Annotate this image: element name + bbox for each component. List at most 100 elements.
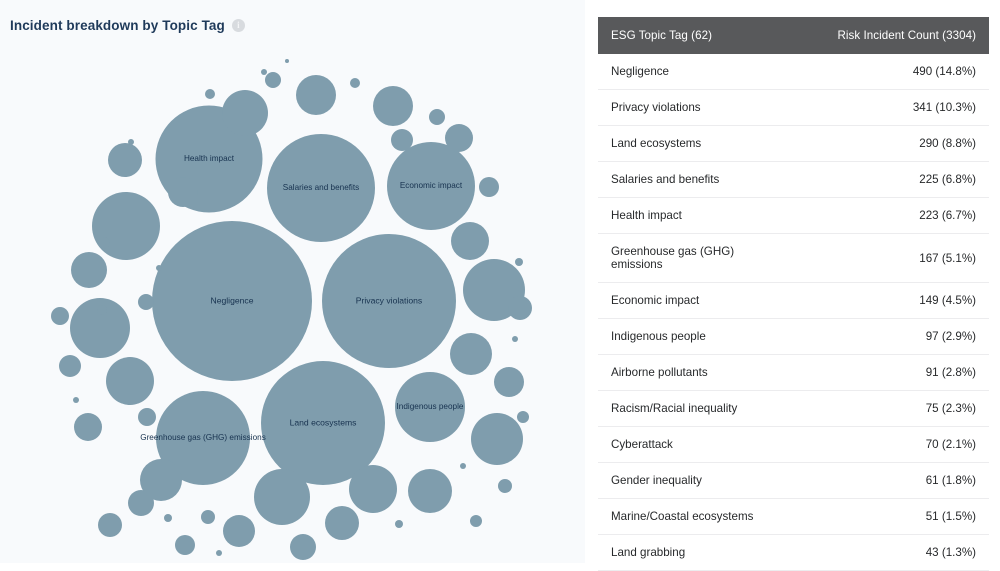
cell-risk-incident-count: 61 (1.8%) <box>793 462 989 499</box>
bubble[interactable] <box>265 72 281 88</box>
cell-topic-tag: Marine/Coastal ecosystems <box>598 498 794 535</box>
bubble[interactable] <box>261 361 385 485</box>
page-title: Incident breakdown by Topic Tag <box>10 18 225 33</box>
cell-risk-incident-count: 75 (2.3%) <box>793 390 989 427</box>
bubble[interactable] <box>175 535 195 555</box>
bubble[interactable] <box>156 391 250 485</box>
bubble[interactable] <box>70 298 130 358</box>
cell-risk-incident-count: 290 (8.8%) <box>793 125 989 162</box>
bubble[interactable] <box>322 234 456 368</box>
bubble[interactable] <box>515 258 523 266</box>
bubble[interactable] <box>391 129 413 151</box>
bubble[interactable] <box>460 463 466 469</box>
bubble[interactable] <box>395 372 465 442</box>
bubble[interactable] <box>285 59 289 63</box>
cell-risk-incident-count: 223 (6.7%) <box>793 197 989 234</box>
cell-risk-incident-count: 70 (2.1%) <box>793 426 989 463</box>
bubble[interactable] <box>98 237 110 249</box>
bubble[interactable] <box>152 221 312 381</box>
topic-tag-table: ESG Topic Tag (62) Risk Incident Count (… <box>598 17 989 571</box>
cell-topic-tag: Gender inequality <box>598 462 794 499</box>
bubble[interactable] <box>450 333 492 375</box>
cell-risk-incident-count: 490 (14.8%) <box>793 54 989 90</box>
bubble[interactable] <box>222 90 268 136</box>
bubble[interactable] <box>498 479 512 493</box>
bubble[interactable] <box>290 534 316 560</box>
bubble[interactable] <box>296 75 336 115</box>
bubble[interactable] <box>517 411 529 423</box>
bubble[interactable] <box>261 69 267 75</box>
bubble[interactable] <box>108 143 142 177</box>
bubble[interactable] <box>59 355 81 377</box>
bubble[interactable] <box>325 506 359 540</box>
bubble[interactable] <box>140 459 182 501</box>
bubble[interactable] <box>479 177 499 197</box>
bubble[interactable] <box>373 86 413 126</box>
bubble[interactable] <box>97 305 107 315</box>
bubble[interactable] <box>74 413 102 441</box>
bubble[interactable] <box>494 367 524 397</box>
bubble-chart-panel: Incident breakdown by Topic Tag i Neglig… <box>0 18 585 563</box>
bubble[interactable] <box>429 109 445 125</box>
bubble[interactable] <box>508 296 532 320</box>
column-header-risk-count[interactable]: Risk Incident Count (3304) <box>793 17 989 54</box>
cell-risk-incident-count: 149 (4.5%) <box>793 282 989 319</box>
bubble[interactable] <box>138 294 154 310</box>
bubble[interactable] <box>470 515 482 527</box>
bubble[interactable] <box>128 490 154 516</box>
bubble[interactable] <box>106 357 154 405</box>
bubble[interactable] <box>164 514 172 522</box>
bubble[interactable] <box>201 510 215 524</box>
bubble[interactable] <box>92 192 160 260</box>
bubble[interactable] <box>408 469 452 513</box>
cell-risk-incident-count: 97 (2.9%) <box>793 318 989 355</box>
bubble[interactable] <box>138 408 156 426</box>
bubble[interactable] <box>395 520 403 528</box>
info-icon[interactable]: i <box>231 19 245 32</box>
bubble[interactable] <box>349 465 397 513</box>
bubble[interactable] <box>471 413 523 465</box>
bubble[interactable] <box>71 252 107 288</box>
bubble[interactable] <box>51 307 69 325</box>
bubble[interactable] <box>254 469 310 525</box>
bubble[interactable] <box>451 222 489 260</box>
bubble[interactable] <box>350 78 360 88</box>
bubble[interactable] <box>98 513 122 537</box>
bubble[interactable] <box>223 515 255 547</box>
bubble[interactable] <box>387 142 475 230</box>
cell-risk-incident-count: 167 (5.1%) <box>793 233 989 283</box>
cell-risk-incident-count: 341 (10.3%) <box>793 89 989 126</box>
column-header-topic-tag[interactable]: ESG Topic Tag (62) <box>598 17 794 54</box>
bubble[interactable] <box>128 139 134 145</box>
bubble[interactable] <box>512 336 518 342</box>
table-header-row: ESG Topic Tag (62) Risk Incident Count (… <box>598 17 989 54</box>
bubble[interactable] <box>267 134 375 242</box>
bubble[interactable] <box>216 550 222 556</box>
bubble[interactable] <box>156 265 162 271</box>
topic-tag-table-panel: ESG Topic Tag (62) Risk Incident Count (… <box>585 0 1000 571</box>
bubble[interactable] <box>73 397 79 403</box>
cell-risk-incident-count: 225 (6.8%) <box>793 161 989 198</box>
bubble[interactable] <box>445 124 473 152</box>
cell-topic-tag: Cyberattack <box>598 426 794 463</box>
bubble[interactable] <box>168 177 198 207</box>
bubble[interactable] <box>205 89 215 99</box>
cell-topic-tag: Greenhouse gas (GHG) emissions <box>598 233 794 283</box>
